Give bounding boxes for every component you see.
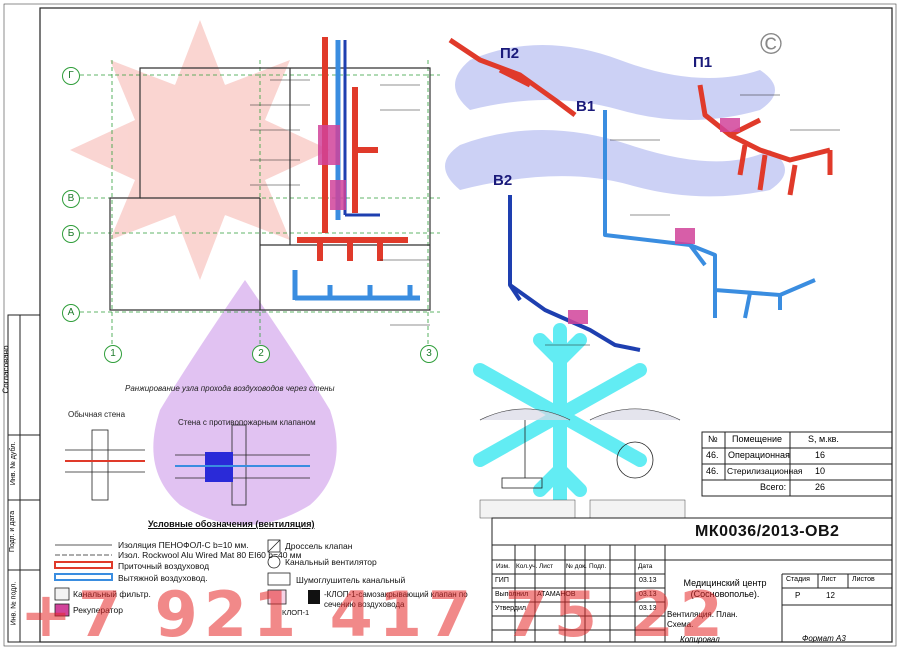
tb-header-ndok: № док.: [566, 563, 587, 570]
legend-item-rockwool: Изол. Rockwool Alu Wired Mat 80 EI60 b=4…: [118, 550, 302, 560]
small-spec-tables: [479, 499, 686, 519]
legend-item-throttle: Дроссель клапан: [285, 541, 353, 551]
tb-sheet-value: 12: [826, 591, 835, 600]
title-block-grid: [491, 517, 893, 643]
scheme-v2-exhaust: [508, 195, 641, 352]
tb-role-approved: Утвердил: [495, 605, 526, 612]
callout-leaders: [250, 79, 840, 346]
legend-symbols: [54, 539, 320, 617]
rooms-header-room: Помещение: [732, 434, 782, 444]
legend-klop-label: КЛОП-1: [282, 608, 310, 617]
wall-section-label-fire: Стена с противопожарным клапаном: [178, 418, 316, 427]
tb-header-izm: Изм.: [496, 563, 510, 570]
legend-item-fan: Канальный вентилятор: [285, 557, 377, 567]
building-plan: [109, 67, 431, 311]
tb-header-koluch: Кол.уч.: [516, 563, 538, 570]
tb-format: Формат А3: [802, 634, 846, 643]
red-sun-watermark: [70, 20, 330, 280]
axis-row-b: Б: [62, 225, 80, 243]
tb-header-date: Дата: [638, 563, 653, 570]
system-label-p1: П1: [693, 54, 713, 71]
plan-equipment: [318, 125, 346, 210]
tb-project: Медицинский центр (Сосновополье).: [683, 578, 767, 599]
tb-date-3: 03.13: [639, 605, 657, 612]
rooms-row-2-area: 10: [815, 466, 826, 476]
blue-cloud-watermark: [445, 45, 785, 197]
rooms-header-num: №: [708, 434, 718, 444]
tb-list-header: Лист: [821, 576, 837, 583]
legend-item-recuperator: Рекуператор: [73, 605, 123, 615]
axis-col-3: 3: [420, 345, 438, 363]
axis-col-2: 2: [252, 345, 270, 363]
scheme-v1-exhaust: [603, 110, 816, 319]
system-label-v2: В2: [493, 172, 513, 189]
rooms-header-area: S, м.кв.: [808, 434, 839, 444]
tb-lists-header: Листов: [852, 576, 875, 583]
rooms-total-label: Всего:: [760, 482, 787, 492]
system-label-v1: В1: [576, 98, 596, 115]
scheme-p1-supply: [697, 84, 833, 196]
legend-item-filter: Канальный фильтр.: [73, 589, 151, 599]
legend-item-klop: -КЛОП-1-самозакрывающий клапан по сечени…: [324, 590, 468, 609]
exhaust-dark-ducts-plan: [343, 40, 380, 217]
drawing-code: МК0036/2013-ОВ2: [695, 523, 840, 540]
axis-col-1: 1: [104, 345, 122, 363]
side-inv-dubl: Инв. № дубл.: [10, 441, 18, 486]
tb-date-1: 03.13: [639, 577, 657, 584]
rooms-table-grid: [701, 431, 893, 497]
axis-row-a: А: [62, 304, 80, 322]
copyright-mark: ©: [760, 28, 783, 61]
tb-copied: Копировал: [680, 635, 720, 644]
scheme-equipment: [568, 118, 740, 324]
legend-item-silencer: Шумоглушитель канальный: [296, 575, 406, 585]
tb-role-gip: ГИП: [495, 577, 509, 584]
tb-sheet-title: Вентиляция. План. Схема.: [667, 610, 738, 629]
rooms-row-1-area: 16: [815, 450, 826, 460]
legend-item-exhaust: Вытяжной воздуховод.: [118, 573, 208, 583]
legend-item-supply: Приточный воздуховод: [118, 561, 210, 571]
tb-header-podp: Подп.: [589, 563, 607, 570]
cyan-snowflake-watermark: [473, 323, 647, 507]
tb-designer: АТАМАНОВ: [537, 591, 576, 598]
scheme-p2-supply: [448, 37, 577, 117]
legend-item-penofol: Изоляция ПЕНОФОЛ-С b=10 мм.: [118, 540, 249, 550]
side-agreed: Согласовано: [1, 345, 11, 394]
purple-drop-watermark: [153, 280, 337, 525]
side-inv-orig: Инв. № подл.: [10, 581, 18, 626]
axis-row-v: В: [62, 190, 80, 208]
rooms-row-1-name: Операционная: [728, 450, 790, 460]
system-label-p2: П2: [500, 45, 520, 62]
legend-title: Условные обозначения (вентиляция): [148, 519, 315, 529]
rooms-row-2-name: Стерилизационная: [727, 466, 803, 476]
roof-vent-fill: [480, 409, 680, 420]
tb-role-done: Выполнил: [495, 591, 529, 598]
side-stamp-grid: [7, 314, 41, 643]
rooms-row-1-num: 46.: [706, 450, 719, 460]
tb-header-list: Лист: [539, 563, 554, 570]
tb-date-2: 03.13: [639, 591, 657, 598]
rooms-total-area: 26: [815, 482, 826, 492]
axis-row-g: Г: [62, 67, 80, 85]
rooms-row-2-num: 46.: [706, 466, 719, 476]
sheet-frame-outer: [3, 3, 897, 647]
side-sign-date: Подп. и дата: [9, 510, 17, 553]
tb-stage-value: Р: [795, 591, 801, 600]
wall-section-title: Ранжирование узла прохода воздуховодов ч…: [125, 384, 335, 393]
tb-stage-header: Стадия: [786, 576, 810, 583]
wall-section-label-simple: Обычная стена: [68, 410, 126, 419]
phone-watermark: +7 921 417 75 22: [20, 578, 729, 651]
